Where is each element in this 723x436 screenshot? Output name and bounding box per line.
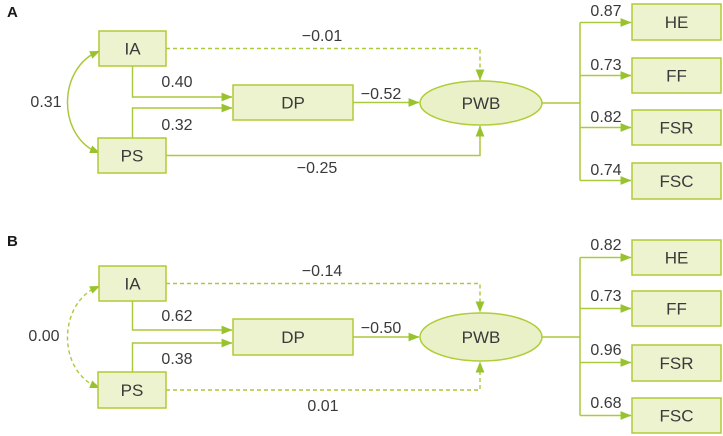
coef-b-ia-ps: 0.00	[28, 328, 59, 345]
node-a-he-box	[631, 3, 722, 41]
arrowhead-icon	[89, 286, 100, 294]
node-b-he-box	[631, 239, 722, 276]
node-a-ff-box	[631, 57, 722, 94]
node-b-fsr-label: FSR	[660, 354, 694, 373]
node-b-pwb-ellipse	[419, 312, 543, 362]
node-b-fsc-box	[631, 397, 722, 434]
edge-b-pwb-spine	[542, 257, 581, 416]
edge-b-ps-pwb	[166, 361, 485, 391]
node-a-ps-label: PS	[121, 147, 144, 166]
coef-a-ps-dp: 0.32	[161, 117, 192, 134]
node-b-ia-label: IA	[124, 275, 141, 294]
coef-a-pwb-fsr: 0.82	[590, 109, 621, 126]
coef-a-ia-dp: 0.40	[161, 74, 192, 91]
coef-a-ps-pwb: −0.25	[297, 160, 338, 177]
coef-a-ia-pwb: −0.01	[302, 28, 343, 45]
coef-b-ia-dp: 0.62	[161, 308, 192, 325]
node-a-fsc-box	[631, 162, 722, 200]
node-b-dp-label: DP	[281, 328, 305, 347]
node-a-ps-box	[97, 137, 167, 174]
edge-a-pwb-spine	[542, 22, 581, 181]
coef-a-pwb-fsc: 0.74	[590, 162, 621, 179]
node-b-fsr-box	[631, 344, 722, 382]
coef-a-ia-ps: 0.31	[30, 94, 61, 111]
edge-b-ps-dp	[131, 338, 233, 372]
edge-a-ia-dp	[131, 66, 233, 102]
node-a-fsc-label: FSC	[660, 172, 694, 191]
coef-b-dp-pwb: −0.50	[361, 320, 402, 337]
node-a-pwb-ellipse	[419, 80, 543, 126]
node-b-ps-label: PS	[121, 381, 144, 400]
node-a-dp-label: DP	[281, 94, 305, 113]
node-b-ff-box	[631, 290, 722, 327]
panel-b-letter: B	[7, 233, 18, 250]
coef-a-dp-pwb: −0.52	[361, 86, 402, 103]
panel-a: A IA PS DP PWB HE FF FSR FSC 0.3	[7, 3, 722, 200]
node-b-ps-box	[97, 371, 167, 409]
node-b-he-label: HE	[665, 249, 689, 268]
edge-a-ps-pwb	[166, 125, 485, 157]
node-a-ff-label: FF	[666, 67, 687, 86]
edge-a-ia-pwb	[166, 47, 485, 81]
edge-b-ia-ps-covariance	[66, 285, 100, 389]
node-a-pwb-label: PWB	[462, 94, 501, 113]
node-b-pwb-label: PWB	[462, 328, 501, 347]
node-a-ia-box	[98, 30, 167, 67]
node-b-fsc-label: FSC	[660, 407, 694, 426]
node-a-dp-box	[232, 84, 354, 121]
node-a-fsr-label: FSR	[660, 119, 694, 138]
edge-b-ia-dp	[131, 301, 233, 335]
node-a-he-label: HE	[665, 13, 689, 32]
coef-a-pwb-ff: 0.73	[590, 57, 621, 74]
edge-a-ps-dp	[131, 103, 233, 138]
panel-b: B IA PS DP PWB HE FF FSR FSC 0.0	[7, 233, 722, 434]
node-b-ia-box	[98, 265, 167, 302]
coef-b-ps-pwb: 0.01	[307, 398, 338, 415]
node-a-ia-label: IA	[124, 40, 141, 59]
coef-b-pwb-ff: 0.73	[590, 288, 621, 305]
panel-a-letter: A	[7, 4, 18, 21]
arrowhead-icon	[89, 51, 100, 59]
edge-b-ia-pwb	[166, 282, 485, 313]
node-b-ff-label: FF	[666, 300, 687, 319]
edge-a-ia-ps-covariance	[66, 50, 100, 154]
coef-b-pwb-fsc: 0.68	[590, 395, 621, 412]
coef-b-ia-pwb: −0.14	[302, 263, 343, 280]
node-b-dp-box	[232, 318, 354, 356]
coef-b-pwb-he: 0.82	[590, 237, 621, 254]
coef-a-pwb-he: 0.87	[590, 3, 621, 20]
node-a-fsr-box	[631, 109, 722, 146]
coef-b-ps-dp: 0.38	[161, 351, 192, 368]
coef-b-pwb-fsr: 0.96	[590, 342, 621, 359]
